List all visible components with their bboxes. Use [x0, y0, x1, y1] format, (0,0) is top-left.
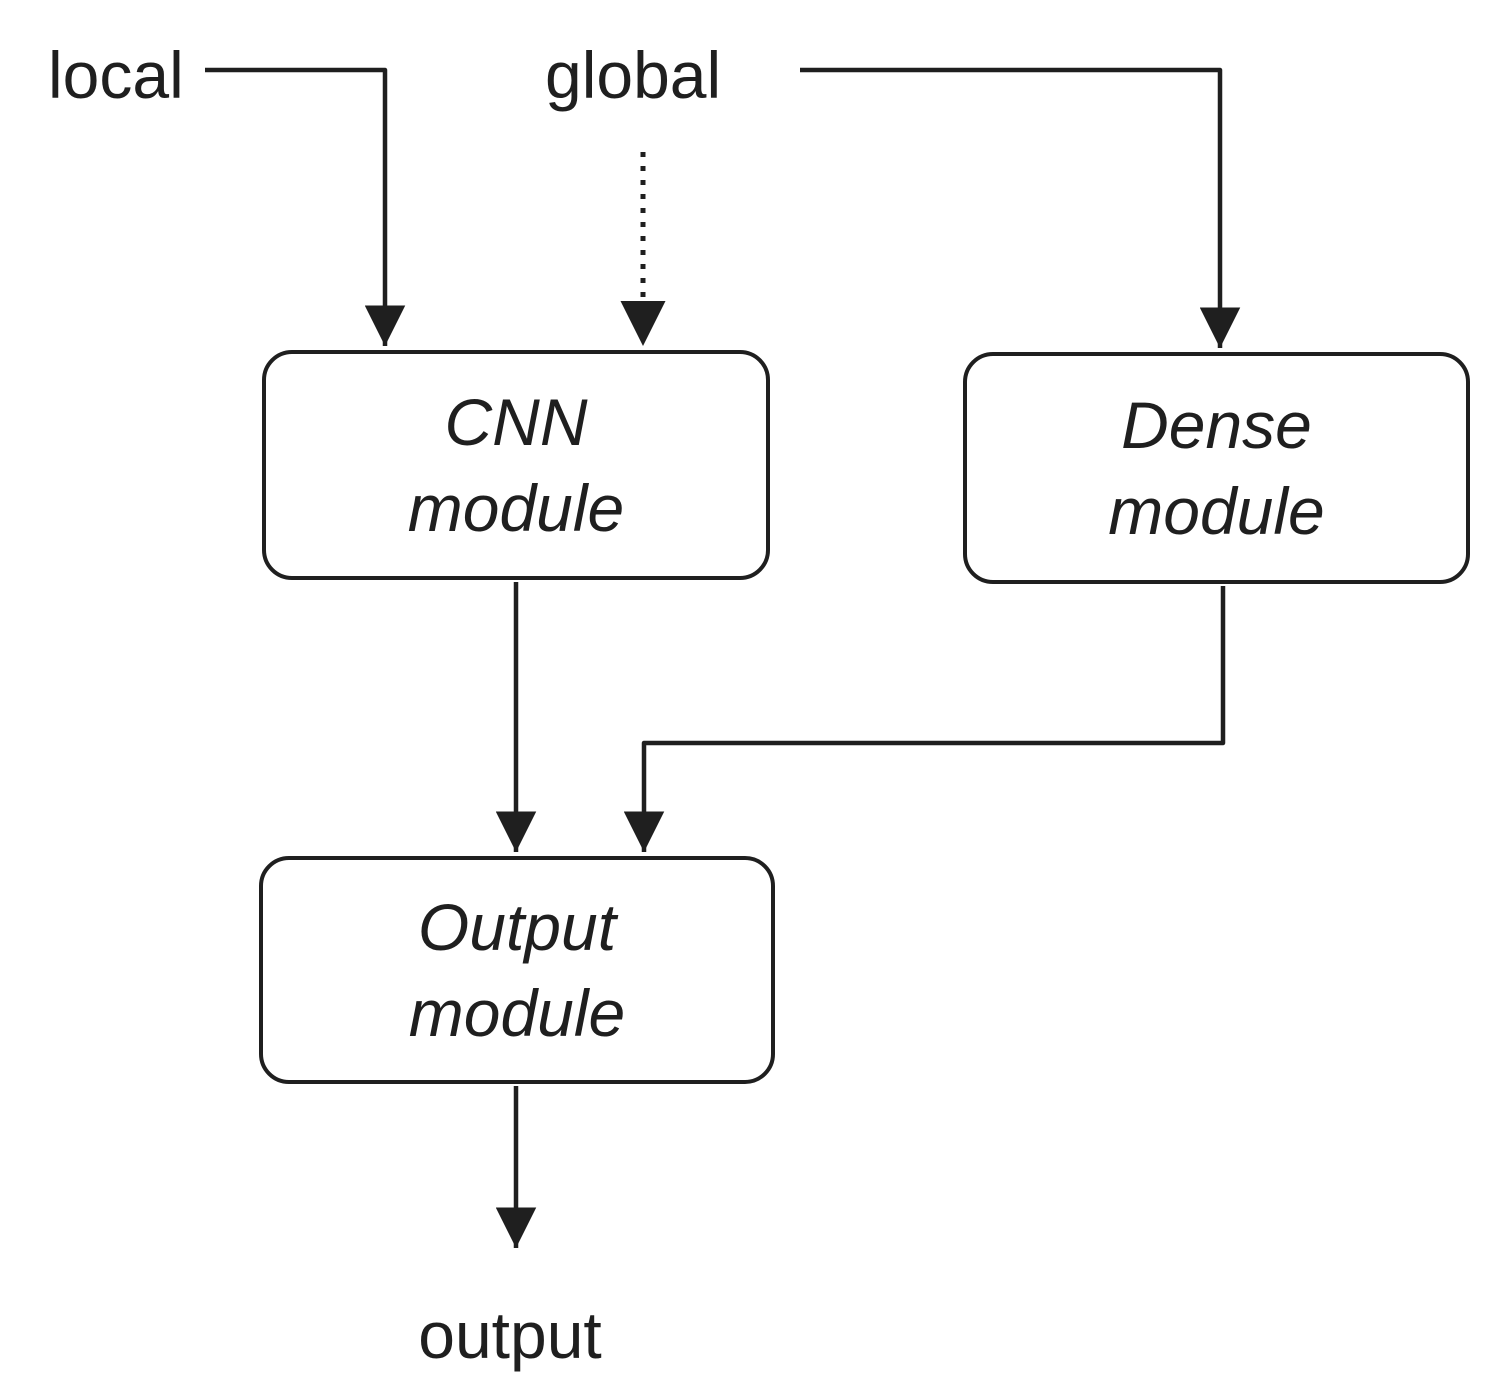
node-cnn-module: CNN module — [262, 350, 770, 580]
edge-local-to-cnn — [205, 67, 406, 346]
node-dense-module-line2: module — [1108, 474, 1325, 548]
node-output-module-line1: Output — [417, 890, 617, 964]
node-output-module-line2: module — [408, 976, 626, 1050]
label-global: global — [545, 38, 722, 112]
node-dense-module-line1: Dense — [1121, 388, 1312, 462]
node-dense-module: Dense module — [963, 352, 1470, 584]
edge-global-to-dense — [800, 67, 1241, 348]
node-cnn-module-line2: module — [407, 471, 625, 545]
node-cnn-module-line1: CNN — [444, 385, 588, 459]
label-output: output — [418, 1298, 602, 1372]
node-output-module: Output module — [259, 856, 775, 1084]
edge-dense-to-output — [623, 586, 1226, 852]
label-local: local — [48, 38, 184, 112]
